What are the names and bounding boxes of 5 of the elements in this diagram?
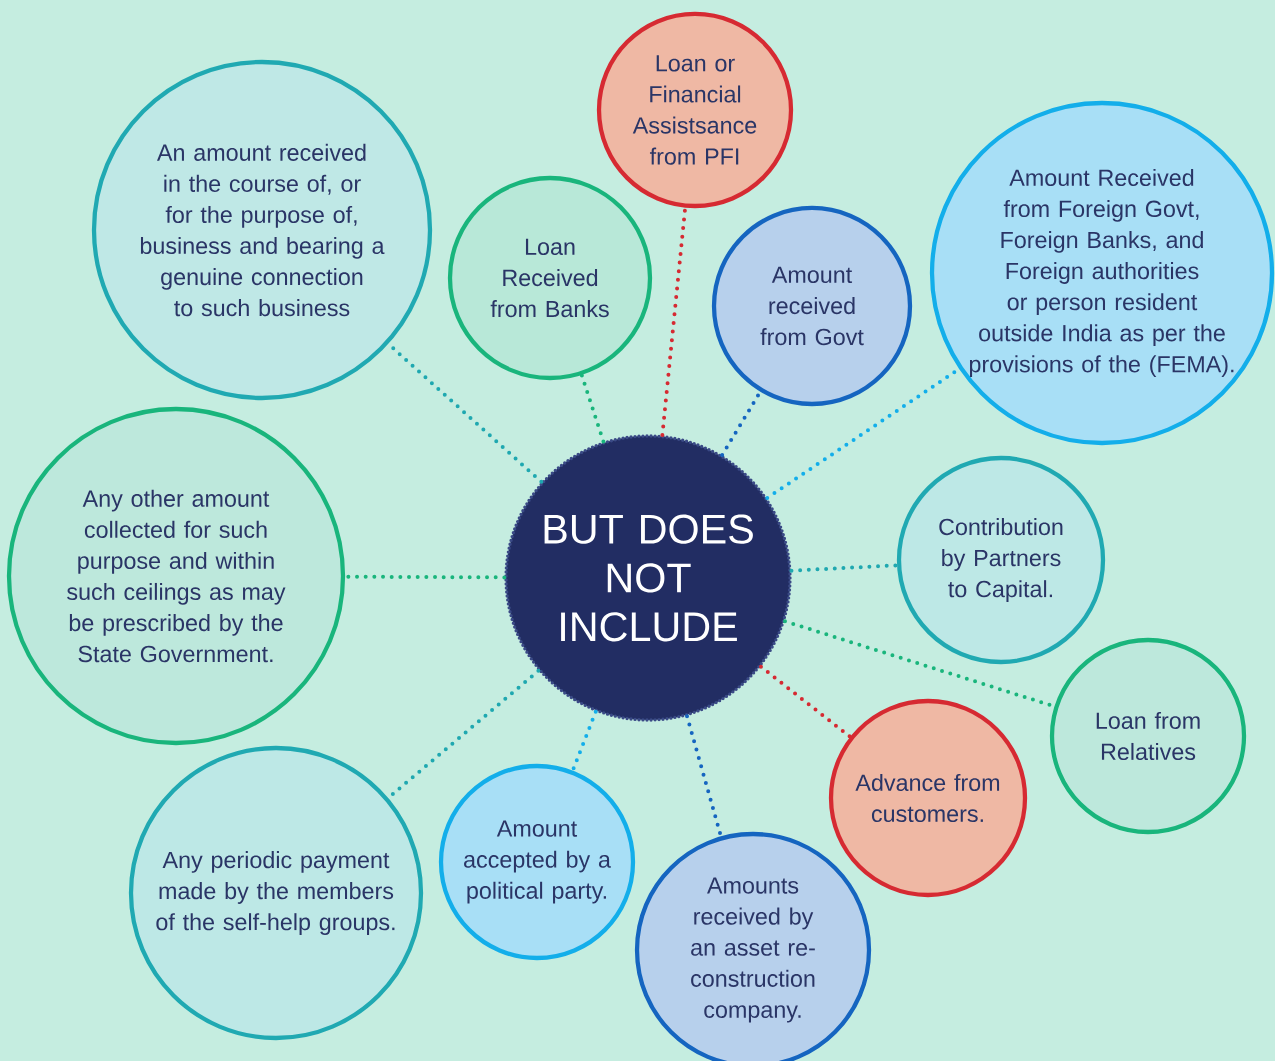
dotted-connector [789, 563, 899, 573]
dotted-connector [758, 664, 853, 739]
dotted-connector [570, 709, 598, 773]
dotted-connector [579, 373, 606, 444]
dotted-connector [343, 574, 507, 580]
